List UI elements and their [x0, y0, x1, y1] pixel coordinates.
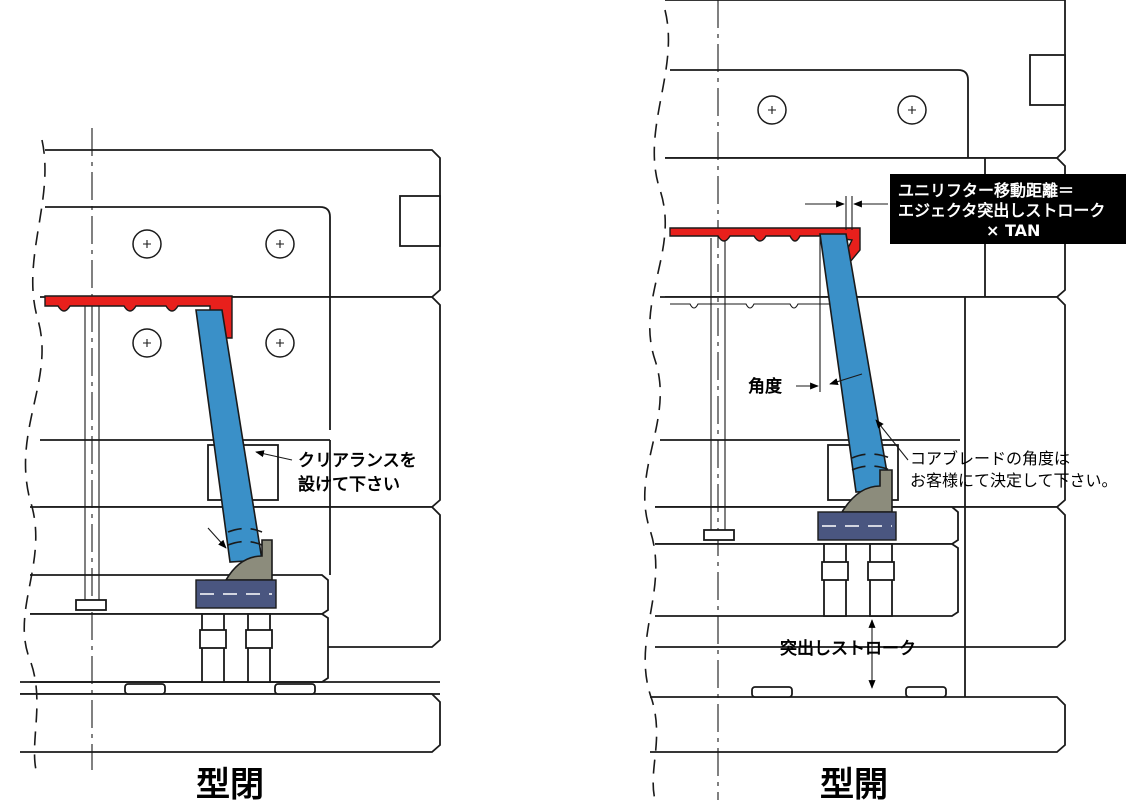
right-core-blade-label-1: コアブレードの角度は	[910, 449, 1070, 468]
right-movement-label-2: エジェクタ突出しストローク	[898, 201, 1105, 220]
left-unilifter-holder	[224, 539, 273, 581]
right-ejector-retainer	[655, 543, 959, 617]
left-top-plate	[45, 149, 441, 298]
left-break-line	[23, 139, 46, 771]
right-view: 角度 コアブレードの角度は お客様にて決定して下さい。 ユニリフター移動距離＝ …	[644, 0, 1126, 805]
left-core-red	[44, 295, 233, 339]
left-screw-holes	[132, 229, 295, 358]
right-unilifter-holder	[840, 469, 893, 513]
left-side-pocket	[399, 195, 441, 247]
left-base-plate	[20, 693, 441, 753]
right-base-plate	[650, 696, 1066, 753]
left-bolts	[199, 613, 273, 683]
right-movement-label-3: × TAN	[986, 221, 1040, 240]
right-stroke-label: 突出しストローク	[780, 638, 916, 659]
right-side-pocket	[1029, 54, 1066, 106]
right-ejector-plate	[655, 506, 959, 545]
left-ejector-plate	[30, 574, 329, 615]
left-clearance-label-2: 設けて下さい	[298, 474, 400, 495]
right-movement-label-1: ユニリフター移動距離＝	[898, 181, 1074, 200]
left-caption: 型閉	[196, 765, 264, 805]
left-ejector-retainer	[30, 613, 329, 683]
right-break-line	[644, 9, 670, 801]
right-core-blade-label-2: お客様にて決定して下さい。	[910, 471, 1118, 490]
right-top-plate	[665, 0, 1066, 159]
right-core-red	[669, 227, 861, 264]
left-clearance-label-1: クリアランスを	[298, 451, 417, 471]
left-view: クリアランスを 設けて下さい 型閉	[20, 128, 441, 805]
right-bolts	[821, 543, 895, 617]
right-angle-label: 角度	[748, 376, 783, 397]
right-caption: 型開	[820, 765, 888, 805]
right-movement-callout-box	[890, 174, 1126, 244]
